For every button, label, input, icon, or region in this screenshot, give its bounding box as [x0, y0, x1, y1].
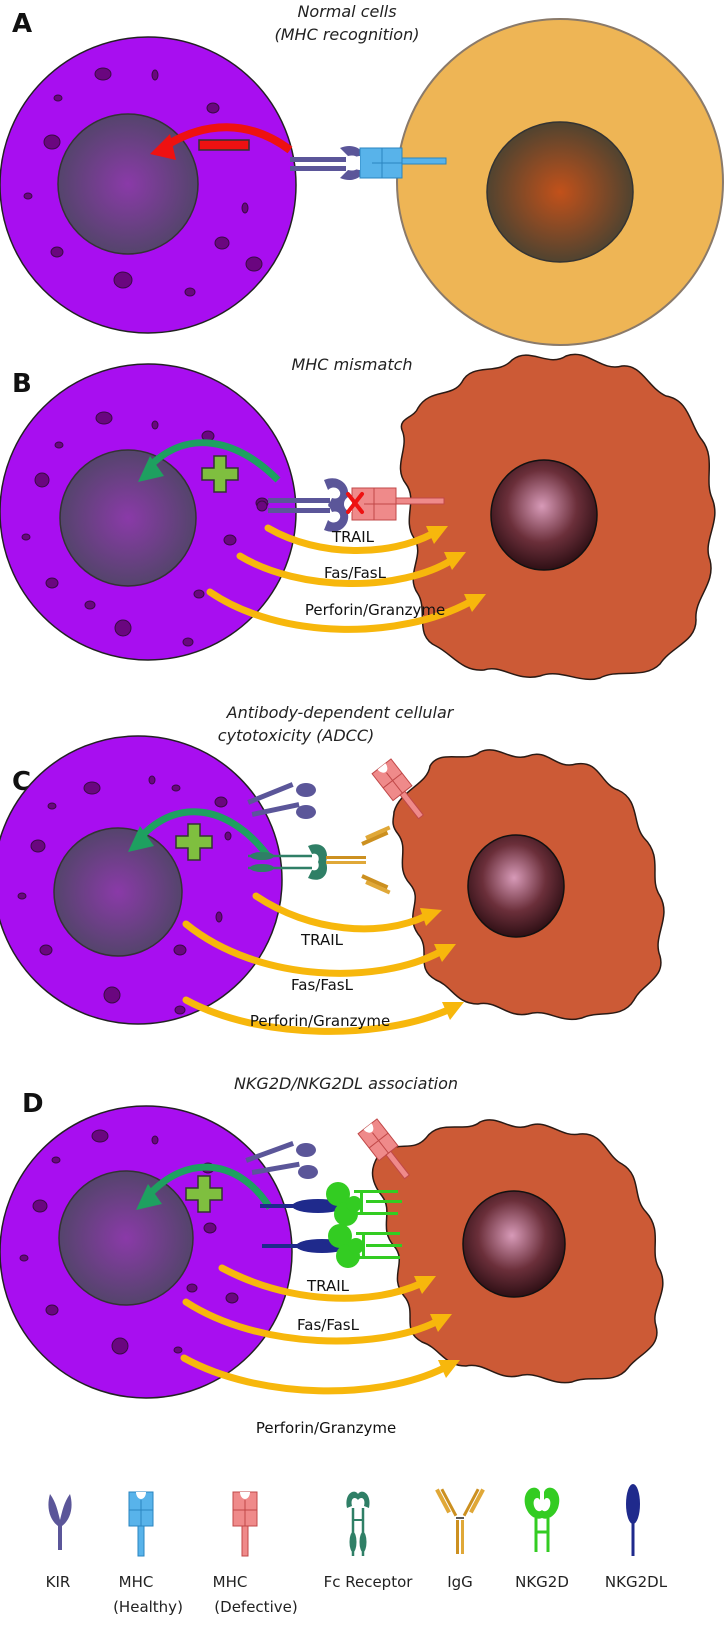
nkg2d-icon [523, 1486, 561, 1554]
legend-label-fc-receptor: Fc Receptor [324, 1573, 414, 1591]
trail-arrowhead [426, 526, 448, 544]
plus-sign [201, 455, 239, 493]
tumor-nucleus [462, 1190, 566, 1298]
legend-item-mhc-healthy: MHC (Healthy) [113, 1491, 183, 1616]
nk-granules [23, 67, 263, 297]
activation-signal-arrow [145, 439, 281, 483]
legend-item-fc-receptor: Fc Receptor [324, 1490, 414, 1591]
legend-item-nkg2d: NKG2D [515, 1486, 569, 1591]
nkg2dl-icon [626, 1484, 640, 1556]
activation-arrowhead [136, 1184, 162, 1210]
nk-nucleus [53, 827, 183, 957]
fc-receptor-icon [345, 1490, 371, 1558]
panel-a-title-line-1: Normal cells [297, 2, 396, 21]
trail-label: TRAIL [331, 528, 375, 546]
activation-signal-arrow [145, 1163, 273, 1210]
mhc-defective-icon [232, 1491, 258, 1557]
fas-fasl-arrow [182, 920, 444, 977]
panel-letter-d: D [22, 1089, 44, 1119]
activation-arrowhead [138, 456, 164, 482]
kir-receptor [247, 782, 316, 819]
trail-label: TRAIL [300, 931, 344, 949]
activation-arrowhead [128, 826, 154, 852]
inhibitory-signal-arrow [159, 123, 293, 154]
kir-icon [48, 1494, 72, 1550]
tumor-nucleus [467, 834, 565, 938]
panel-a-title-line-2: (MHC recognition) [275, 25, 420, 44]
legend-label-nkg2dl: NKG2DL [605, 1573, 668, 1591]
fas-fasl-arrowhead [430, 1314, 452, 1332]
legend-label-nkg2d: NKG2D [515, 1573, 569, 1591]
legend: KIR MHC (Healthy) MHC (Defective) Fc Rec… [46, 1484, 668, 1616]
panel-a: A Normal cells (MHC recognition) − [0, 2, 724, 346]
nk-granules [21, 411, 269, 647]
fas-fasl-arrow [182, 1298, 440, 1345]
legend-label-mhc-healthy-1: MHC [119, 1573, 154, 1591]
panel-letter-a: A [12, 9, 32, 39]
fas-fasl-arrow [236, 552, 456, 587]
plus-sign [185, 1175, 223, 1213]
trail-label: TRAIL [306, 1277, 350, 1295]
legend-item-mhc-defective: MHC (Defective) [213, 1491, 298, 1616]
perforin-granzyme-label: Perforin/Granzyme [256, 1419, 396, 1437]
fas-fasl-label: Fas/FasL [291, 976, 354, 994]
mhc-healthy-molecule [352, 147, 447, 179]
kir-receptor [245, 1141, 318, 1179]
igg-icon [434, 1485, 486, 1555]
fas-fasl-label: Fas/FasL [297, 1316, 360, 1334]
nk-nucleus [58, 1170, 194, 1306]
minus-sign [198, 139, 250, 151]
legend-item-igg: IgG [434, 1485, 486, 1591]
activation-signal-arrow [137, 808, 271, 859]
fas-fasl-label: Fas/FasL [324, 564, 387, 582]
normal-cell-nucleus [486, 121, 634, 263]
nk-granules [17, 775, 232, 1015]
trail-arrow [218, 1264, 424, 1302]
perforin-granzyme-arrowhead [442, 1002, 464, 1020]
legend-label-mhc-healthy-2: (Healthy) [113, 1598, 183, 1616]
panel-letter-b: B [12, 369, 32, 399]
trail-arrowhead [420, 908, 442, 926]
legend-label-kir: KIR [46, 1573, 71, 1591]
panel-c-title-line-1: Antibody-dependent cellular [226, 703, 455, 722]
plus-sign [175, 823, 213, 861]
kir-receptor [268, 478, 349, 532]
nkg2d-receptor [326, 1182, 402, 1268]
perforin-granzyme-arrowhead [438, 1360, 460, 1378]
legend-label-igg: IgG [447, 1573, 473, 1591]
panel-c: C Antibody-dependent cellular cytotoxici… [0, 703, 665, 1035]
mhc-defective-molecule [344, 487, 445, 521]
perforin-granzyme-arrow [180, 1354, 448, 1395]
panel-b-title: MHC mismatch [291, 355, 412, 374]
panel-d-title: NKG2D/NKG2DL association [234, 1074, 458, 1093]
panel-c-title-line-2: cytotoxicity (ADCC) [218, 726, 374, 745]
nk-granule-edge [256, 500, 268, 512]
legend-label-mhc-defective-1: MHC [213, 1573, 248, 1591]
perforin-granzyme-label: Perforin/Granzyme [305, 601, 445, 619]
perforin-granzyme-label: Perforin/Granzyme [250, 1012, 390, 1030]
fas-fasl-arrowhead [444, 552, 466, 570]
panel-d: D NKG2D/NKG2DL association + [0, 1074, 664, 1437]
fc-receptor [248, 844, 328, 880]
fas-fasl-arrowhead [434, 944, 456, 962]
perforin-granzyme-arrow [182, 996, 452, 1035]
nk-nucleus [59, 449, 197, 587]
perforin-granzyme-arrow [206, 588, 474, 633]
legend-item-nkg2dl: NKG2DL [605, 1484, 668, 1591]
trail-arrowhead [414, 1276, 436, 1294]
mhc-healthy-icon [128, 1491, 154, 1557]
tumor-nucleus [490, 459, 598, 571]
trail-arrow [252, 892, 430, 933]
legend-item-kir: KIR [46, 1494, 72, 1591]
inhibitory-arrowhead [150, 134, 176, 160]
nk-granules [19, 1129, 239, 1355]
mismatch-x-icon [346, 492, 364, 514]
legend-label-mhc-defective-2: (Defective) [214, 1598, 297, 1616]
igg-antibody [326, 825, 391, 895]
perforin-granzyme-arrowhead [464, 594, 486, 612]
trail-arrow [264, 524, 436, 554]
panel-b: B MHC mismatch + [0, 353, 716, 680]
